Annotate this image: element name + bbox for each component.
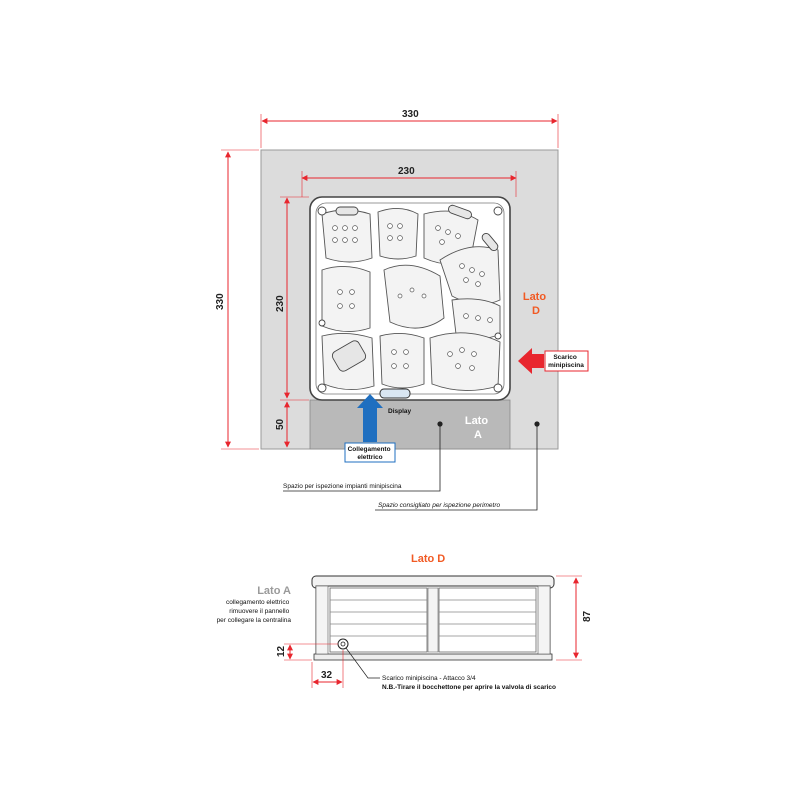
footwell: [383, 264, 445, 329]
dim-drain-offset: 32: [321, 670, 333, 681]
seat-left-upper: [321, 266, 371, 332]
lato-a-label: Lato A: [465, 415, 491, 441]
callout-impianti: Spazio per ispezione impianti minipiscin…: [283, 483, 402, 490]
side-view: Lato D Lato A collegamento elettrico rim…: [217, 553, 593, 691]
top-view: Display 330 230 330 230 50 Lato D Lato: [215, 109, 589, 511]
callout-line-perimetro: [375, 424, 538, 511]
spa-jets: [332, 223, 493, 371]
dim-outer-width: 330: [402, 109, 419, 120]
electrical-label-box: [344, 442, 396, 463]
drain-callout-note: N.B.-Tirare il bocchettone per aprire la…: [382, 684, 556, 691]
service-inspection-strip: [309, 399, 511, 450]
spa-pillows: [331, 204, 499, 372]
seat-top-left: [321, 209, 373, 263]
spa-seats: [321, 208, 501, 391]
seat-top-middle: [377, 208, 419, 260]
display-label: Display: [388, 408, 412, 415]
dim-spa-height: 230: [275, 295, 286, 312]
cabinet-panel-right: [438, 587, 537, 653]
electrical-label: Collegamento elettrico: [348, 446, 393, 461]
drain-label: Scarico minipiscina: [548, 354, 584, 369]
drain-label-box: [544, 350, 589, 372]
lato-a-side-note: collegamento elettrico rimuovere il pann…: [217, 599, 292, 624]
dim-service: 50: [275, 418, 286, 430]
lato-d-label: Lato D: [523, 291, 549, 317]
callout-line-impianti: [283, 424, 441, 492]
display-panel: [379, 388, 411, 399]
dim-height: 87: [582, 610, 593, 622]
seat-bottom-right: [429, 332, 501, 391]
cabinet-base: [313, 653, 553, 661]
side-view-title: Lato D: [411, 553, 445, 565]
callout-perimetro: Spazio consigliato per ispezione perimet…: [378, 502, 501, 509]
electrical-arrow: [357, 394, 383, 442]
corner-fittings: [317, 206, 503, 393]
drain-callout-line: [345, 647, 380, 679]
dim-drain-height: 12: [276, 645, 287, 657]
drain-arrow: [518, 348, 544, 374]
lato-a-side-title: Lato A: [257, 585, 291, 597]
seat-bottom-middle: [379, 333, 425, 389]
dim-spa-width: 230: [398, 166, 415, 177]
dim-outer-height: 330: [215, 293, 226, 310]
drain-callout-label: Scarico minipiscina - Attacco 3/4: [382, 675, 476, 682]
